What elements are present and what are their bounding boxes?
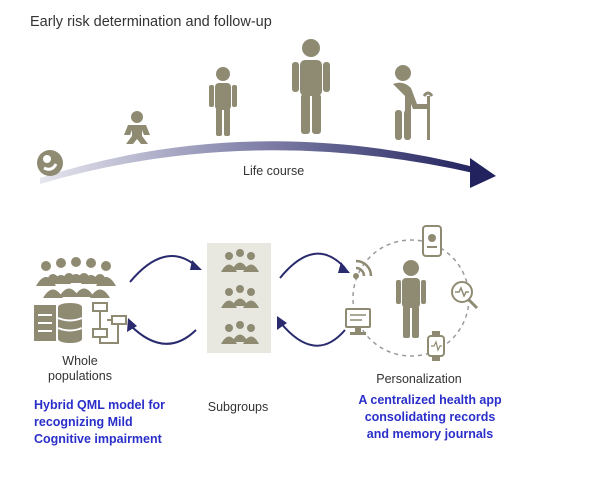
- wifi-icon: [353, 259, 373, 279]
- database-icon: [34, 303, 83, 343]
- page-title: Early risk determination and follow-up: [30, 14, 272, 30]
- child-icon: [209, 67, 237, 136]
- life-course-arrow: [40, 141, 496, 188]
- life-course-label: Life course: [243, 164, 305, 178]
- whole-populations-label: Whole populations: [40, 354, 120, 384]
- crowd-icon: [36, 257, 116, 298]
- app-line3: and memory journals: [366, 427, 494, 441]
- phone-icon: [422, 225, 442, 257]
- app-line2: consolidating records: [364, 410, 496, 424]
- arrow-subgroups-to-personal: [279, 252, 350, 279]
- arrow-personal-to-subgroups: [277, 316, 346, 347]
- app-line1: A centralized health app: [358, 393, 502, 407]
- whole-label-line1: Whole: [62, 354, 98, 368]
- health-app-annotation: A centralized health app consolidating r…: [350, 392, 510, 443]
- magnifier-icon: [451, 281, 479, 310]
- flowchart-icon: [92, 302, 127, 344]
- qml-model-annotation: Hybrid QML model for recognizing Mild Co…: [34, 397, 184, 448]
- arrow-whole-to-subgroups: [129, 255, 202, 283]
- whole-label-line2: populations: [48, 369, 112, 383]
- person-icon: [396, 260, 426, 338]
- watch-icon: [427, 331, 445, 361]
- qml-line1: Hybrid QML model for: [34, 398, 166, 412]
- fetus-icon: [37, 150, 63, 176]
- adult-icon: [292, 39, 330, 134]
- elderly-icon: [393, 65, 434, 140]
- qml-line2: recognizing Mild: [34, 415, 133, 429]
- group-icon: [221, 285, 259, 308]
- personalization-label: Personalization: [376, 372, 462, 386]
- baby-icon: [124, 111, 150, 144]
- arrow-subgroups-to-whole: [127, 318, 197, 345]
- group-icon: [221, 321, 259, 344]
- group-icon: [221, 249, 259, 272]
- subgroups-label: Subgroups: [207, 400, 269, 414]
- qml-line3: Cognitive impairment: [34, 432, 162, 446]
- monitor-icon: [345, 308, 371, 335]
